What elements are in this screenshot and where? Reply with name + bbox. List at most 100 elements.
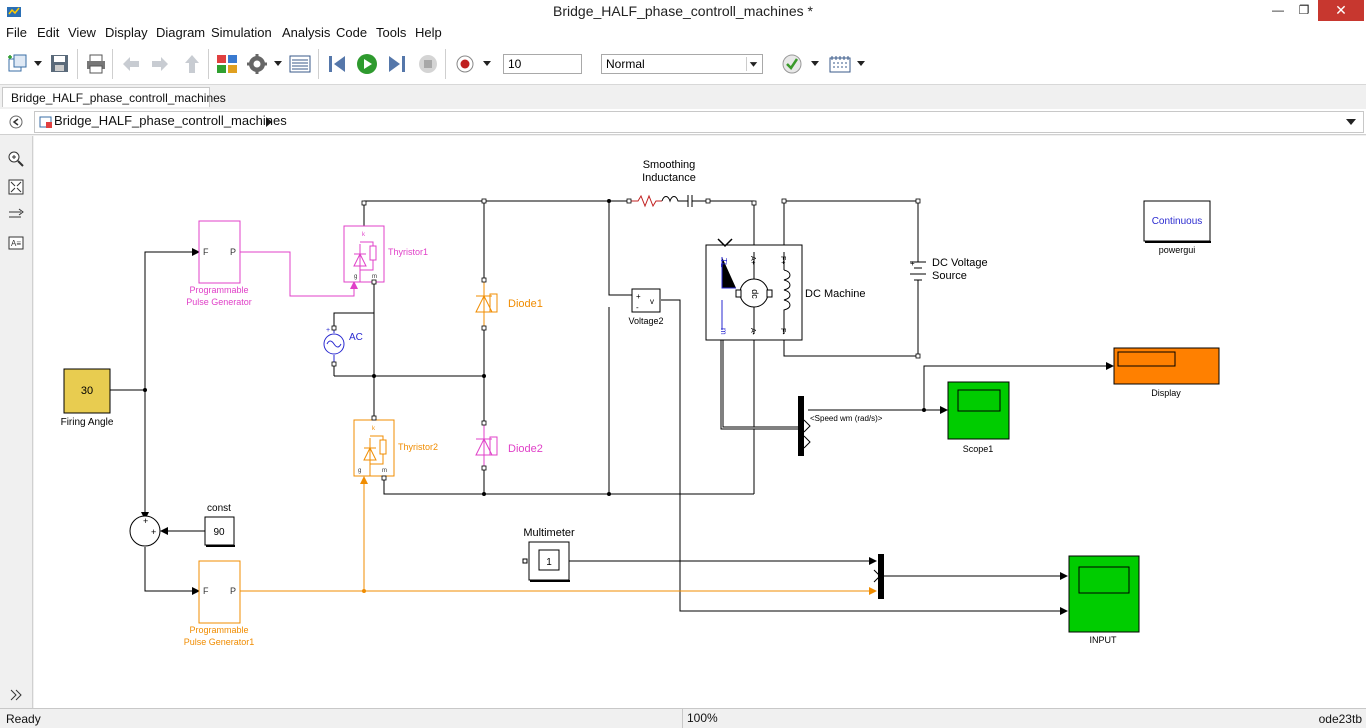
thyristor2-m: m <box>382 468 387 474</box>
fit-to-view-icon[interactable] <box>7 178 25 196</box>
close-button[interactable]: ✕ <box>1318 0 1364 21</box>
tab-strip: Bridge_HALF_phase_controll_machines <box>0 85 1366 107</box>
status-bar: Ready 100% ode23tb <box>0 708 1366 728</box>
thyristor1-block[interactable]: k g m <box>343 225 385 283</box>
up-arrow-icon[interactable] <box>180 53 204 75</box>
settings-gear-icon[interactable] <box>245 53 269 75</box>
breadcrumb <box>34 111 1364 133</box>
maximize-button[interactable]: ❐ <box>1298 3 1310 17</box>
title-bar: Bridge_HALF_phase_controll_machines * — … <box>0 0 1366 23</box>
run-icon[interactable] <box>355 53 379 75</box>
menu-simulation[interactable]: Simulation <box>211 25 272 40</box>
powergui-label: powergui <box>1159 245 1196 255</box>
pulse-generator-2-block[interactable]: F P <box>198 560 241 624</box>
input-scope-block[interactable] <box>1068 555 1140 633</box>
multimeter-value: 1 <box>546 557 552 568</box>
svg-text:A≡: A≡ <box>11 239 21 248</box>
menu-code[interactable]: Code <box>336 25 368 40</box>
diode1-block[interactable] <box>475 282 498 328</box>
status-zoom[interactable]: 100% <box>682 709 722 728</box>
minimize-button[interactable]: — <box>1272 3 1284 17</box>
status-solver[interactable]: ode23tb <box>1318 712 1362 726</box>
sum-block[interactable]: + + <box>129 515 161 547</box>
dc-machine-f-minus: F- <box>779 328 786 335</box>
powergui-mode: Continuous <box>1152 216 1203 227</box>
block-diagram: 30 Firing Angle + + const 90 F P <box>61 159 1220 647</box>
menu-edit[interactable]: Edit <box>37 25 60 40</box>
menu-display[interactable]: Display <box>105 25 148 40</box>
simulation-mode-select[interactable]: Normal <box>601 54 763 74</box>
pg2-label-line1: Programmable <box>189 625 248 635</box>
scope1-label: Scope1 <box>963 444 994 454</box>
smoothing-inductance-block[interactable] <box>630 194 708 208</box>
step-back-icon[interactable] <box>325 53 349 75</box>
settings-dropdown-icon[interactable] <box>273 56 283 70</box>
step-forward-icon[interactable] <box>385 53 409 75</box>
forward-arrow-icon[interactable] <box>148 53 172 75</box>
menu-help[interactable]: Help <box>415 25 442 40</box>
data-inspector-icon[interactable] <box>828 53 852 75</box>
thyristor2-g: g <box>358 468 361 474</box>
menu-tools[interactable]: Tools <box>376 25 407 40</box>
record-icon[interactable] <box>453 53 477 75</box>
voltage-measurement-block[interactable]: + - v <box>631 288 661 313</box>
menu-view[interactable]: View <box>68 25 96 40</box>
signal-routing-icon[interactable] <box>7 206 25 224</box>
thyristor2-block[interactable]: k g m <box>353 419 395 477</box>
new-model-icon[interactable] <box>6 53 30 75</box>
tab-label: Bridge_HALF_phase_controll_machines <box>11 91 226 105</box>
library-browser-icon[interactable] <box>215 53 239 75</box>
data-inspector-dropdown-icon[interactable] <box>856 56 866 70</box>
dc-voltage-source-block[interactable]: + <box>910 254 926 290</box>
menu-diagram[interactable]: Diagram <box>156 25 206 40</box>
address-bar <box>0 109 1366 135</box>
model-canvas[interactable]: 30 Firing Angle + + const 90 F P <box>34 136 1366 708</box>
pg1-port-p: P <box>230 247 236 257</box>
display-block[interactable] <box>1113 347 1220 385</box>
speed-signal-label: <Speed wm (rad/s)> <box>810 414 883 423</box>
model-icon <box>39 116 52 128</box>
firing-angle-block[interactable]: 30 <box>63 368 111 414</box>
hide-explorer-icon[interactable] <box>8 114 24 130</box>
dc-machine-block[interactable]: dc TL m A+ A- F+ F- <box>705 238 803 341</box>
mux-block[interactable] <box>873 554 884 599</box>
diode2-block[interactable] <box>475 425 498 470</box>
breadcrumb-arrow-icon[interactable] <box>265 117 273 127</box>
new-model-dropdown-icon[interactable] <box>33 56 43 70</box>
thyristor1-label: Thyristor1 <box>388 247 428 257</box>
menu-file[interactable]: File <box>6 25 27 40</box>
thyristor1-m: m <box>372 274 377 280</box>
stop-icon[interactable] <box>416 53 440 75</box>
sum-plus-top: + <box>143 516 148 526</box>
dc-source-label-line1: DC Voltage <box>932 257 988 269</box>
expand-palette-icon[interactable] <box>7 686 25 704</box>
breadcrumb-model-link[interactable]: Bridge_HALF_phase_controll_machines <box>54 113 287 128</box>
save-icon[interactable] <box>48 53 72 75</box>
dc-machine-label: DC Machine <box>805 288 866 300</box>
pulse-generator-1-block[interactable]: F P <box>198 220 241 284</box>
const-block[interactable]: 90 <box>204 516 235 547</box>
multimeter-block[interactable]: 1 <box>522 541 570 582</box>
powergui-block[interactable]: Continuous <box>1143 200 1211 243</box>
stop-time-input[interactable]: 10 <box>503 54 582 74</box>
zoom-in-icon[interactable] <box>7 150 25 168</box>
bus-selector-block[interactable] <box>798 396 811 456</box>
print-icon[interactable] <box>84 53 108 75</box>
model-advisor-menu-icon[interactable] <box>810 56 820 70</box>
record-dropdown-icon[interactable] <box>482 56 492 70</box>
menu-analysis[interactable]: Analysis <box>282 25 331 40</box>
model-advisor-icon[interactable] <box>780 53 804 75</box>
multimeter-label: Multimeter <box>523 527 575 539</box>
ac-source-block[interactable]: + <box>323 327 345 366</box>
back-arrow-icon[interactable] <box>119 53 143 75</box>
annotation-icon[interactable]: A≡ <box>7 234 25 252</box>
dc-source-label-line2: Source <box>932 270 967 282</box>
model-explorer-icon[interactable] <box>288 53 312 75</box>
toolbar <box>0 43 1366 85</box>
inductance-label-line1: Smoothing <box>643 159 696 171</box>
ac-label: AC <box>349 332 363 343</box>
address-dropdown-icon[interactable] <box>1345 117 1357 127</box>
tab-model[interactable]: Bridge_HALF_phase_controll_machines <box>2 87 226 107</box>
scope1-block[interactable] <box>947 381 1010 440</box>
